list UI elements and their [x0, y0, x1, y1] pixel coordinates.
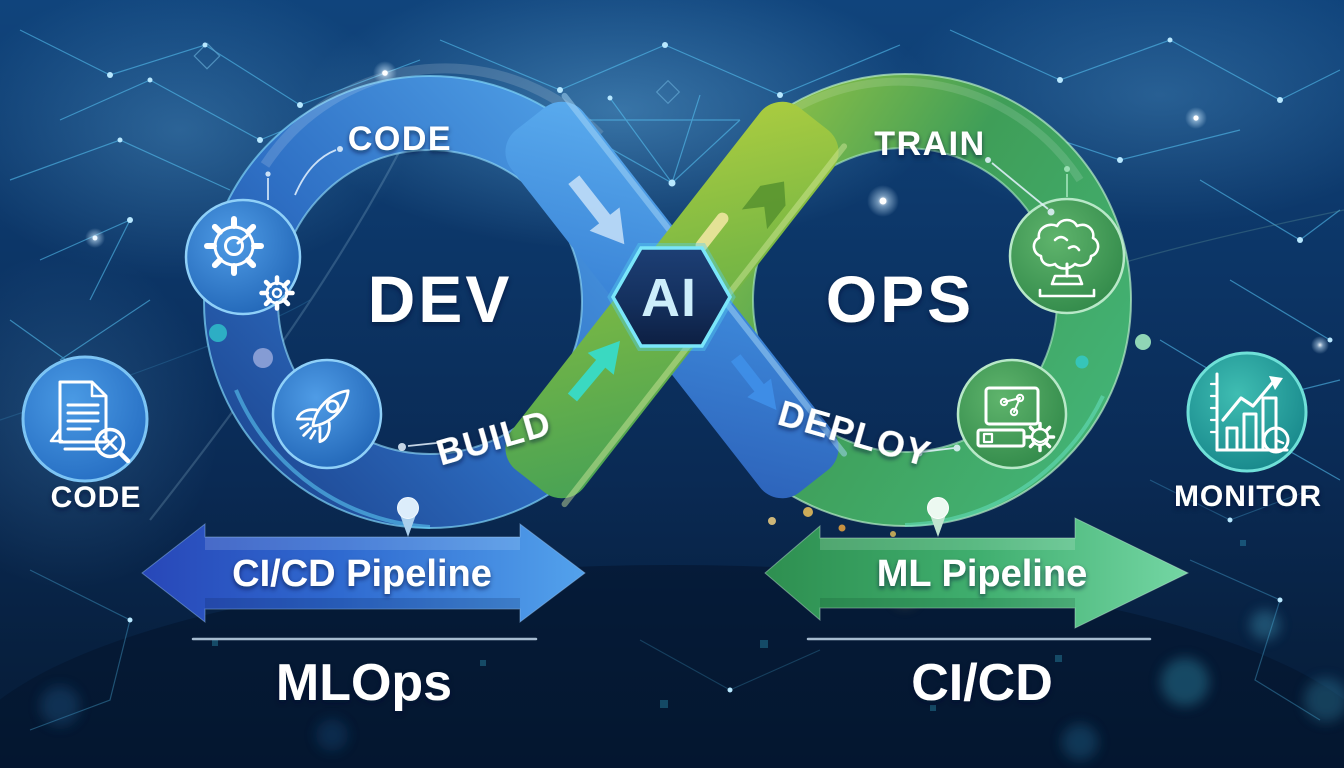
code-station: CODE [21, 355, 149, 514]
rocket-bubble [271, 358, 383, 470]
ops-loop-label: OPS [826, 262, 974, 336]
ml-model-icon [1032, 218, 1100, 298]
ml-model-bubble [1008, 197, 1126, 315]
cicd-pipeline-banner-label: CI/CD Pipeline [232, 553, 492, 595]
code-station-label: CODE [51, 481, 142, 514]
cicd-pipeline-banner: CI/CD Pipeline [141, 522, 586, 624]
arrow-up-right-cyan-icon [567, 340, 620, 402]
label-connectors [265, 146, 1070, 457]
mlops-caption: MLOps [276, 654, 452, 712]
chart-growth-icon [1209, 372, 1290, 454]
monitor-station: MONITOR [1174, 351, 1322, 513]
gears-bubble [184, 198, 302, 316]
stage-train-label: TRAIN [874, 125, 985, 163]
captions: MLOps CI/CD [191, 637, 1152, 712]
bokeh-dots [40, 583, 1344, 760]
accent-dots [209, 324, 1151, 537]
rocket-icon [295, 389, 350, 444]
stage-code-label: CODE [348, 120, 452, 158]
yellow-dash-icon [695, 212, 729, 252]
ml-pipeline-banner: ML Pipeline [764, 517, 1190, 629]
monitor-station-label: MONITOR [1174, 480, 1322, 513]
ai-hexagon-badge: AI [607, 243, 736, 351]
arrow-down-right-blue-icon [731, 354, 777, 410]
arrow-down-right-icon [568, 175, 625, 245]
cicd-caption: CI/CD [911, 654, 1053, 712]
ops-pin [927, 497, 949, 537]
ai-badge-label: AI [641, 268, 697, 328]
ml-pipeline-banner-label: ML Pipeline [877, 553, 1087, 595]
deploy-monitor-icon [976, 386, 1056, 453]
gears-icon [204, 216, 295, 311]
dev-pin [397, 497, 419, 537]
document-search-icon [49, 380, 131, 464]
arrow-up-right-chevron-icon [741, 181, 786, 230]
deploy-monitor-bubble [956, 358, 1068, 470]
dev-loop-label: DEV [368, 262, 513, 336]
